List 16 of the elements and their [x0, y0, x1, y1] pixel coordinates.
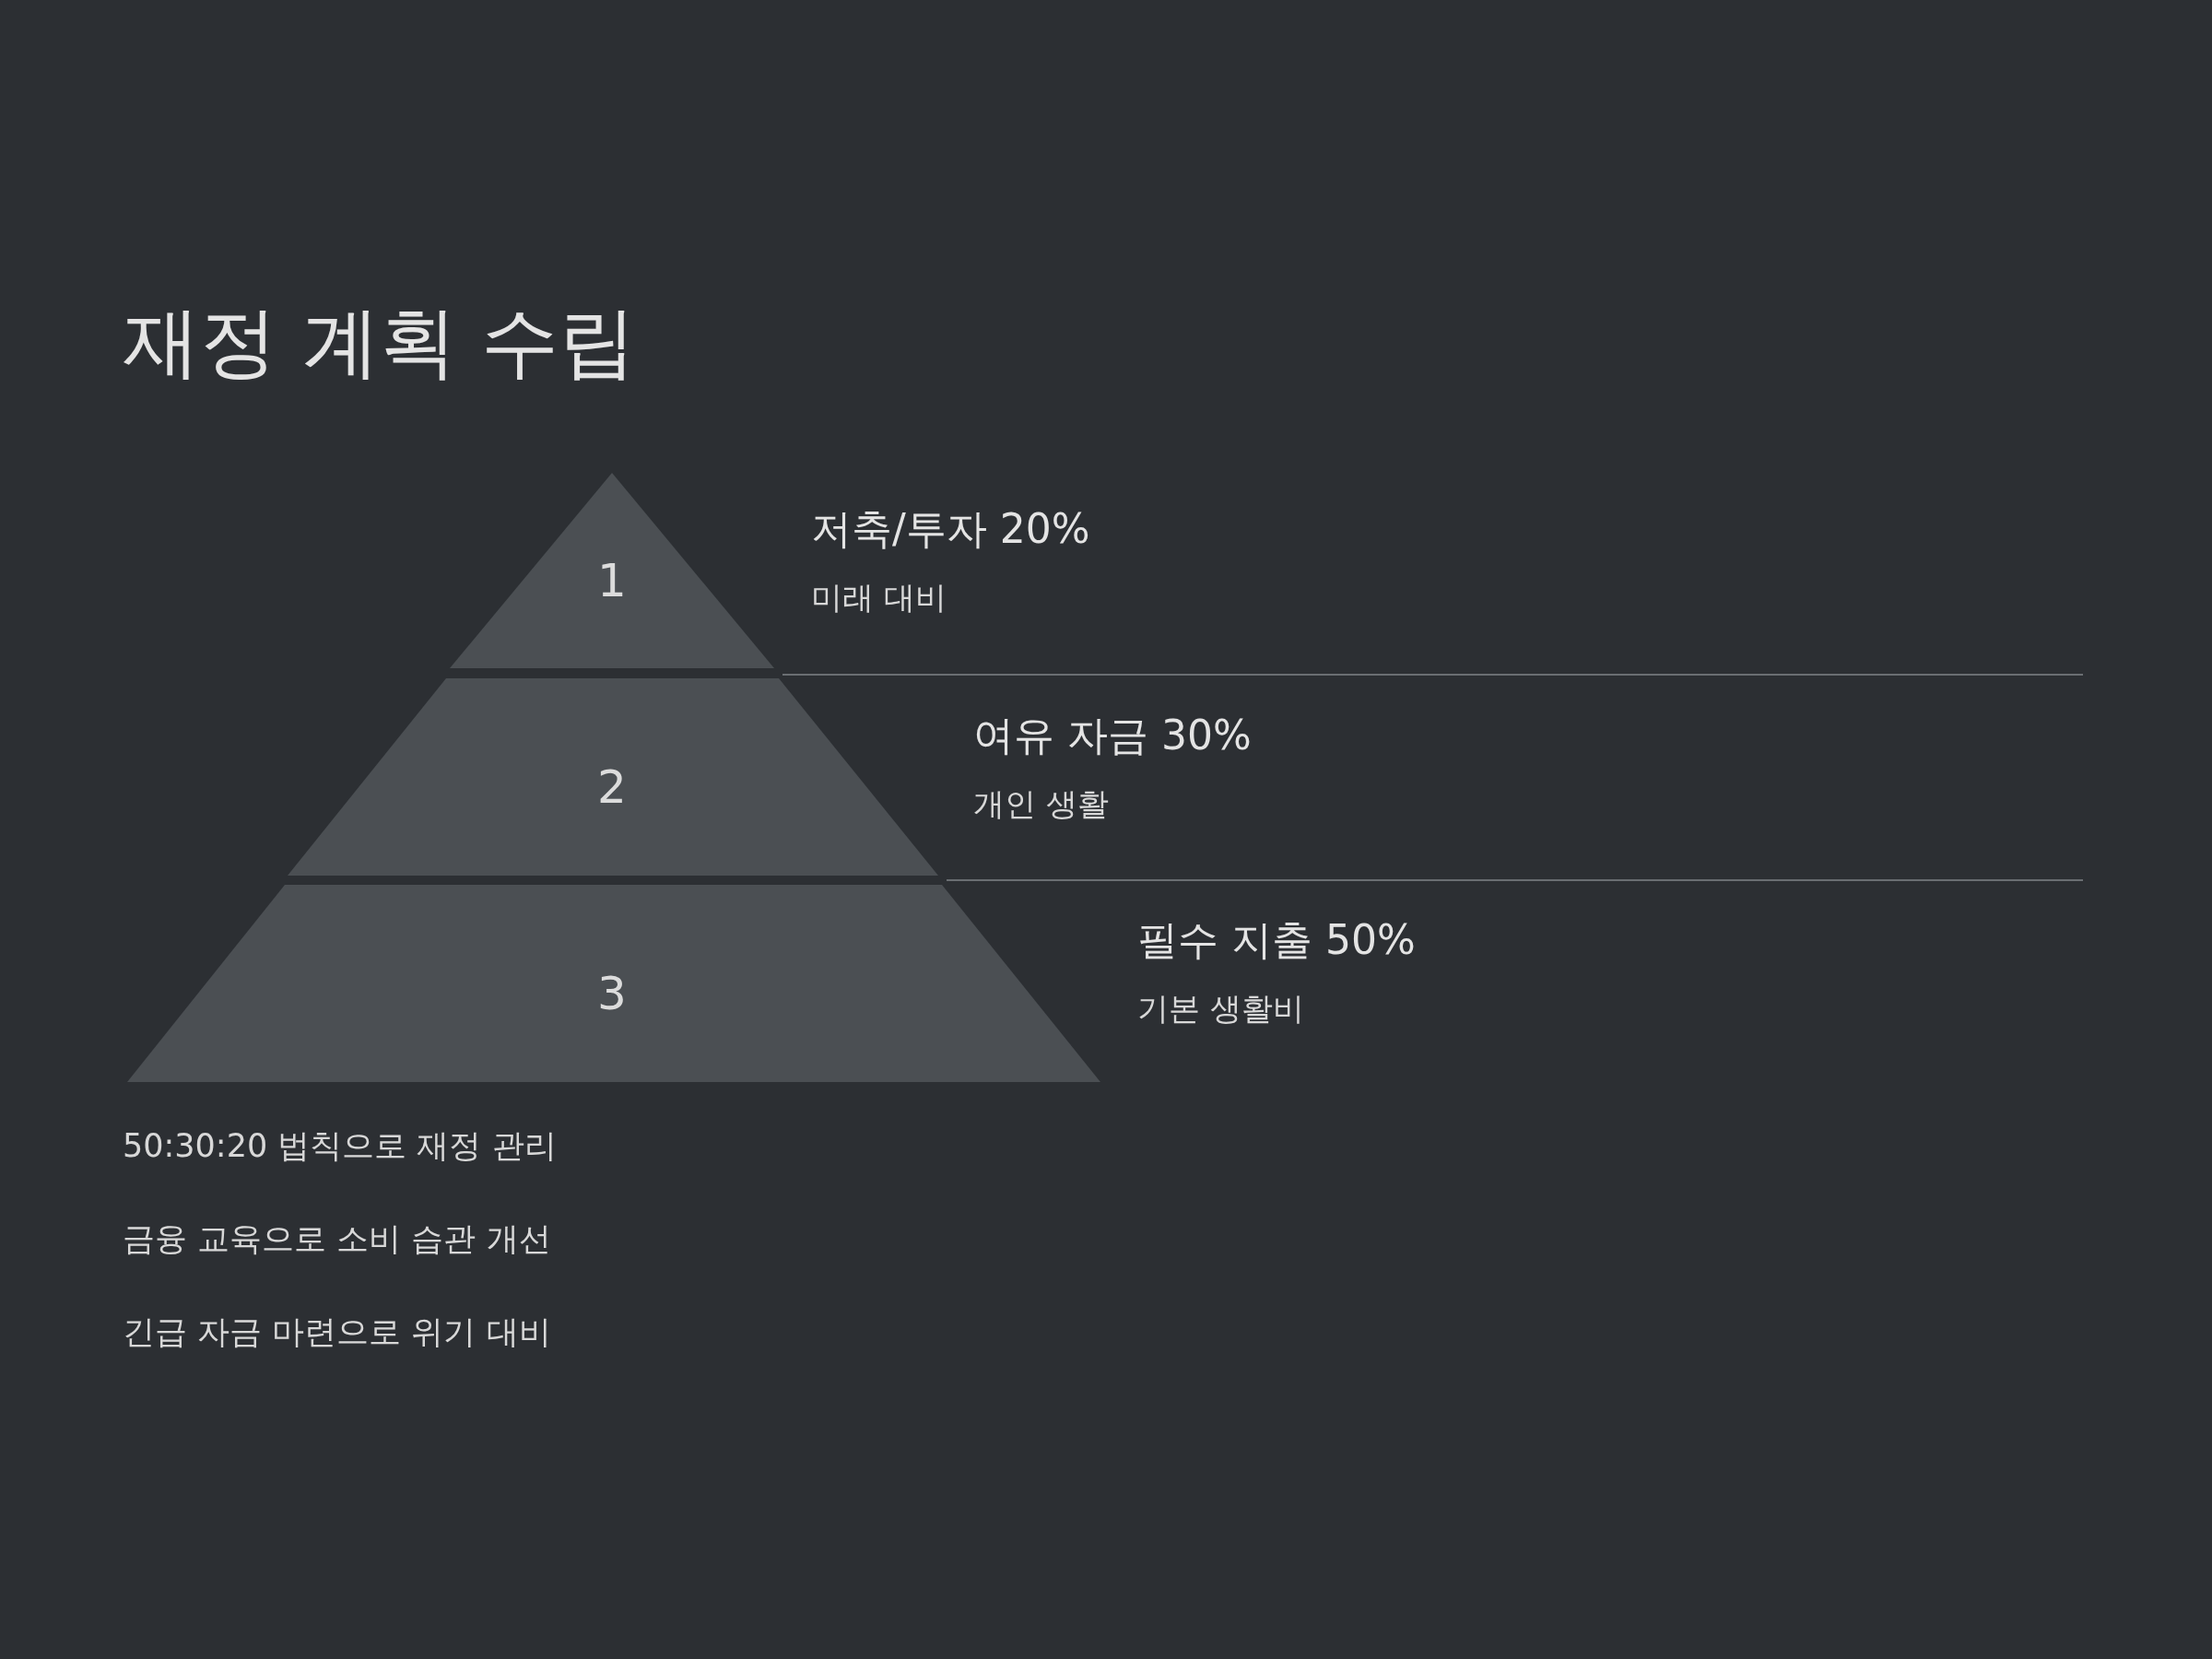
- tier-number: 3: [597, 970, 627, 1017]
- note-text: 50:30:20 법칙으로 재정 관리: [123, 1126, 557, 1165]
- tier-number: 1: [597, 557, 627, 604]
- tier-heading: 필수 지출 50%: [1137, 916, 1416, 965]
- title: 재정 계획 수립: [123, 296, 637, 389]
- tier-description: 기본 생활비: [1137, 990, 1304, 1028]
- tier-heading: 저축/투자 20%: [811, 505, 1090, 554]
- pyramid-tier: [288, 678, 938, 876]
- note-text: 금융 교육으로 소비 습관 개선: [123, 1219, 551, 1258]
- pyramid-tier: [450, 473, 774, 668]
- pyramid-tier: [127, 885, 1100, 1082]
- tier-description: 미래 대비: [811, 579, 947, 617]
- tier-number: 2: [597, 763, 627, 810]
- note-text: 긴급 자금 마련으로 위기 대비: [123, 1312, 551, 1351]
- tier-heading: 여유 자금 30%: [973, 712, 1252, 760]
- tier-description: 개인 생활: [973, 785, 1109, 823]
